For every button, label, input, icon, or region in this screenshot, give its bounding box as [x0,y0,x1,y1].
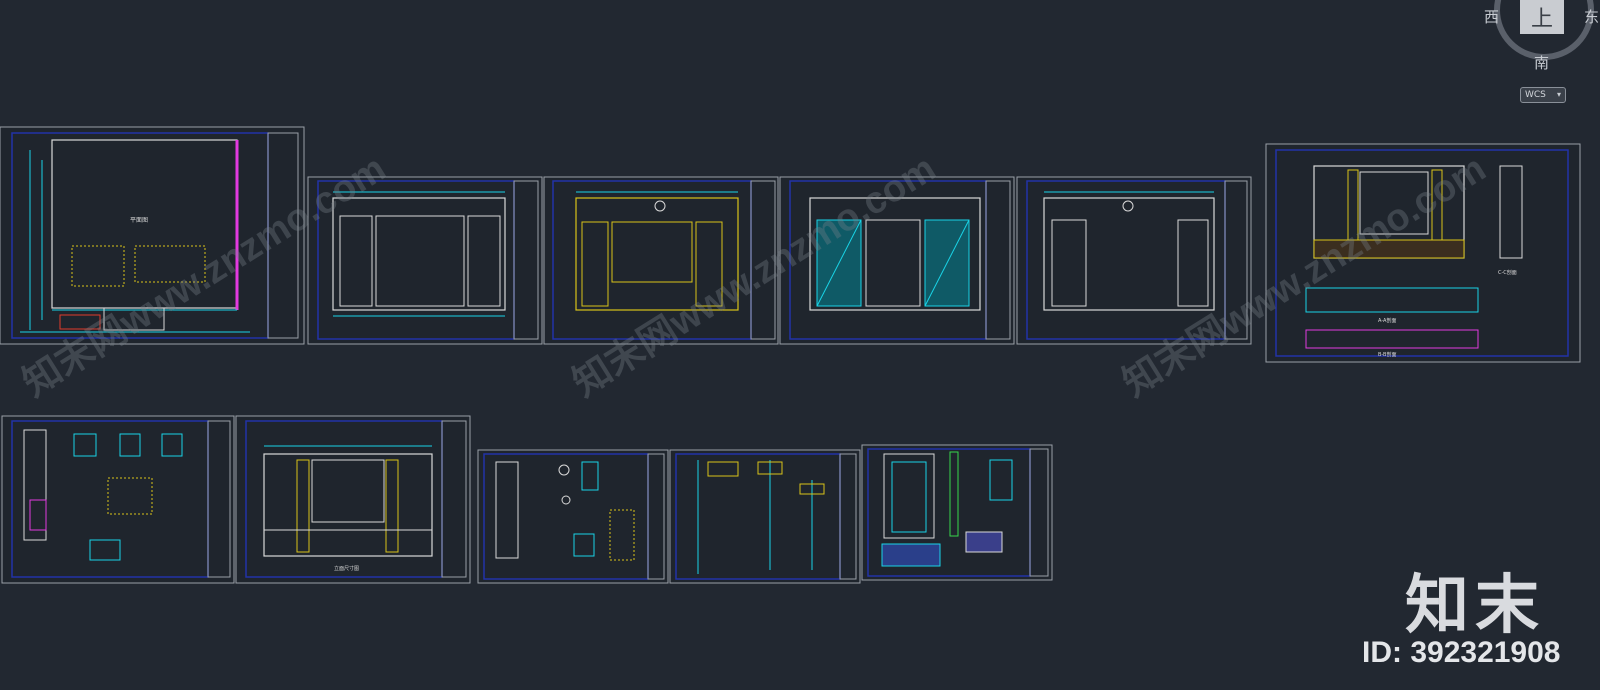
view-cube-west[interactable]: 西 [1484,8,1500,26]
section-b-label: B-B剖面 [1378,351,1397,358]
sheet-elevation-sections[interactable]: A-A剖面 B-B剖面 C-C剖面 [1265,143,1581,363]
sheet-elevation-3[interactable] [779,176,1015,345]
brand-logo: 知末 [1405,569,1545,643]
sheet-details-3[interactable] [669,449,861,584]
sheet-details-4[interactable] [861,444,1053,581]
view-cube[interactable]: 上 西 东 南 WCS ▾ [1470,0,1600,110]
sheet-elevation-4[interactable] [1016,176,1252,345]
resource-id: ID: 392321908 [1362,636,1561,669]
plan-title: 平面图 [130,217,148,224]
sheet-elevation-2[interactable] [543,176,779,345]
section-a-label: A-A剖面 [1378,317,1396,324]
view-cube-south[interactable]: 南 [1534,54,1550,72]
sheet-plan[interactable]: 平面图 [0,126,305,345]
section-c-label: C-C剖面 [1498,269,1517,276]
sheet-details-1[interactable] [1,415,235,584]
sheet-details-2[interactable] [477,449,669,584]
ucs-label: WCS [1525,90,1546,100]
view-cube-top-face[interactable]: 上 [1520,0,1564,34]
sheet-elevation-dims[interactable]: 立面尺寸图 [235,415,471,584]
view-cube-east[interactable]: 东 [1584,8,1600,26]
elevation-dims-label: 立面尺寸图 [334,565,359,572]
chevron-down-icon: ▾ [1556,90,1561,99]
ucs-menu-button[interactable]: WCS ▾ [1520,87,1566,103]
sheet-elevation-1[interactable] [307,176,543,345]
